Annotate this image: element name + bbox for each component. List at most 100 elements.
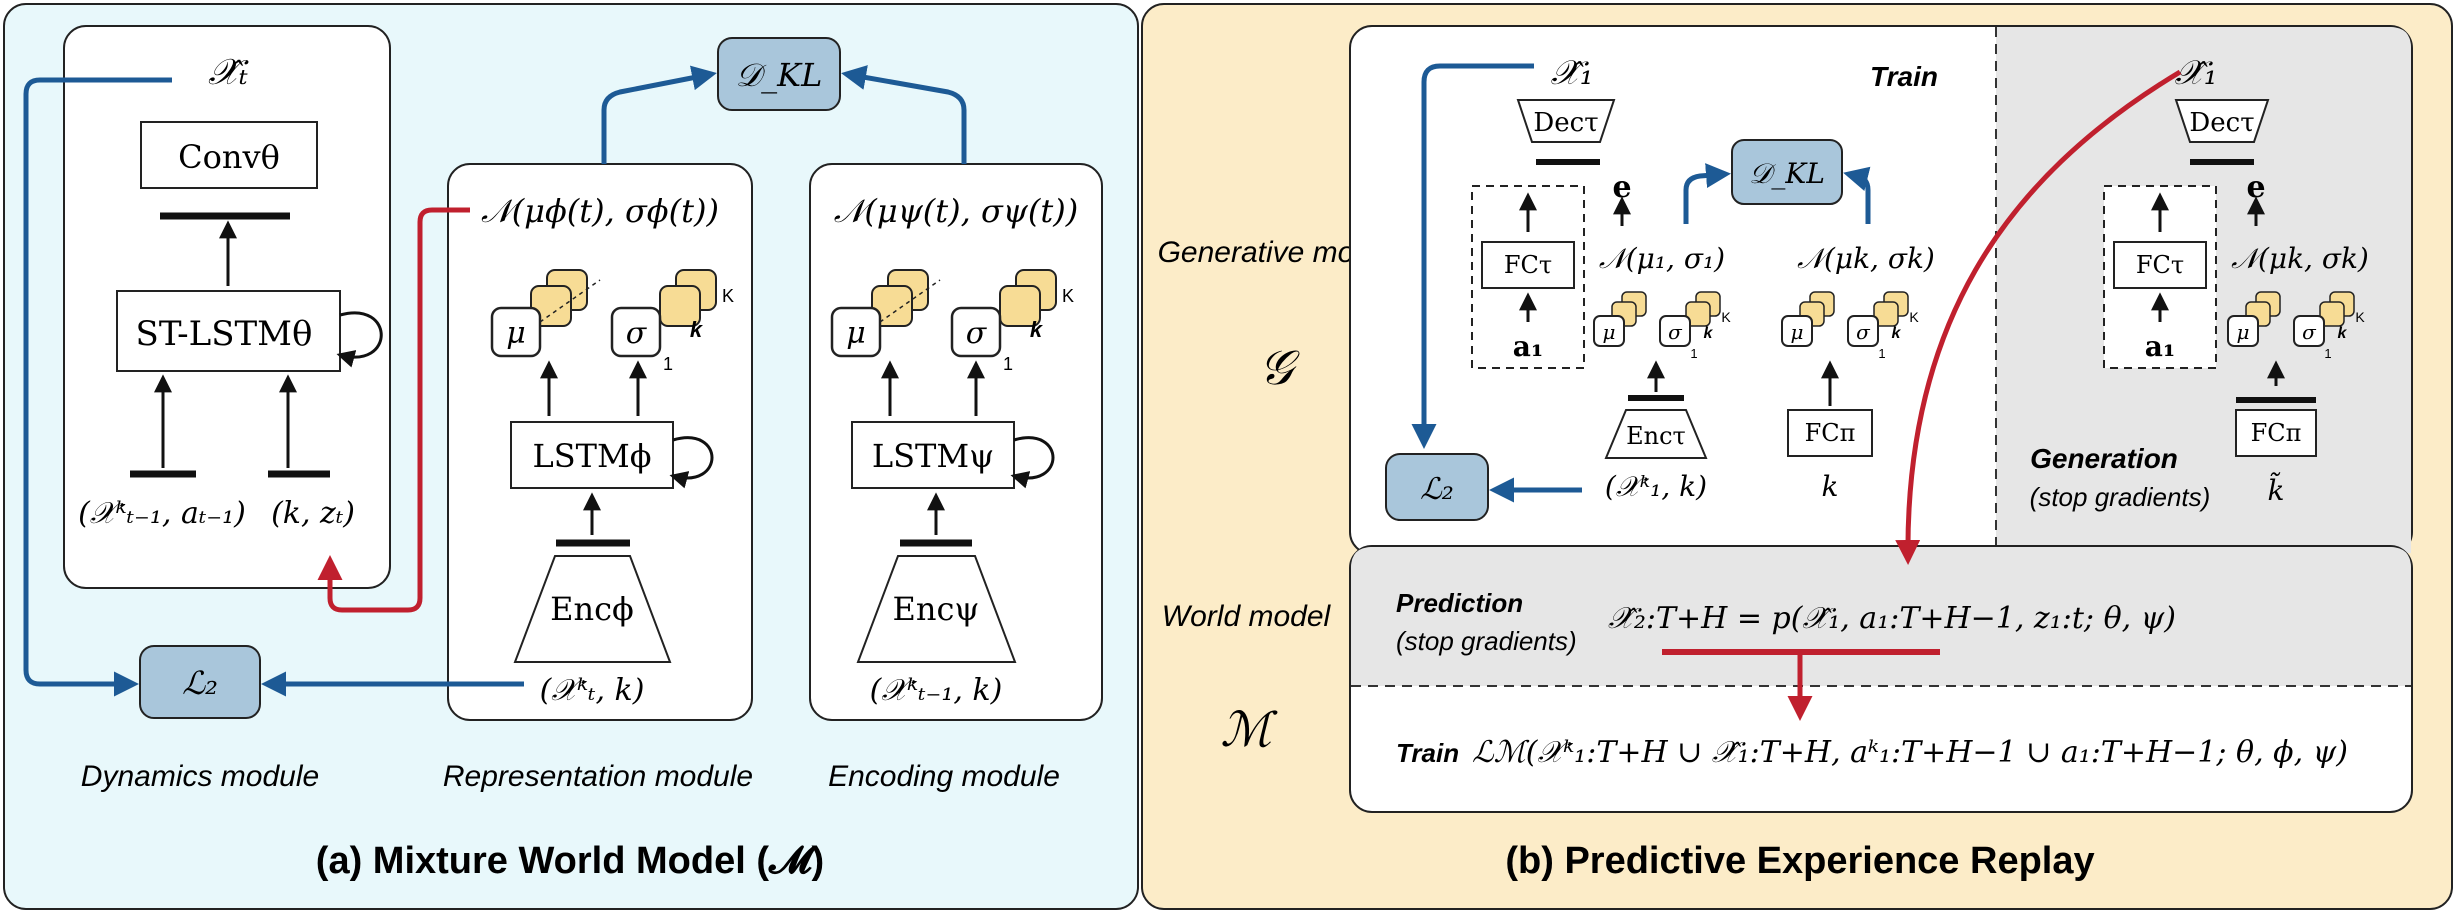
rep-mu: μ (506, 316, 526, 351)
fc-pi-label-gen: FCπ (2251, 419, 2302, 447)
fc-tau-box (1481, 241, 1575, 289)
rep-to-kl-arrow (601, 65, 717, 164)
enc-lstm-loop (1010, 436, 1055, 489)
enc-lstm-label: LSTMψ (872, 437, 994, 475)
enc-tau-label: Encτ (1626, 422, 1686, 450)
b-sigma-1: σ (1668, 320, 1683, 344)
b-one-gen: 1 (2324, 346, 2331, 361)
enc-enc-label: Encψ (893, 590, 980, 628)
encoding-module-label: Encoding module (828, 760, 1060, 793)
b-k-1: k (1704, 325, 1714, 342)
b-k-k: k (1892, 325, 1902, 342)
enc-lstm-box (851, 421, 1015, 489)
rep-lstm-label: LSTMϕ (532, 437, 651, 475)
prediction-region (1351, 547, 2411, 686)
prediction-label: Prediction (1396, 588, 1523, 618)
rep-lstm-box (510, 421, 674, 489)
rep-sigma-stack (610, 269, 717, 358)
generative-symbol: 𝒢 (1259, 340, 1300, 396)
b-one-k: 1 (1878, 346, 1885, 361)
enc-sigma-stack (950, 269, 1057, 358)
distk: 𝒩(μk, σk) (1797, 242, 1935, 275)
x1hat-to-l2-arrow (1411, 63, 1534, 449)
b-K-k: K (1909, 309, 1919, 325)
b-stack-1 (1593, 291, 1721, 347)
dist1-to-kl-arrow (1683, 163, 1731, 224)
dec-trapezoid-gen (2174, 99, 2270, 143)
distk-to-kl-arrow (1843, 166, 1871, 224)
rep-enc-trapezoid (513, 555, 672, 663)
fc-tau-label-gen: FCτ (2136, 251, 2184, 279)
train2-label: Train (1396, 738, 1459, 768)
b-K-1: K (1721, 309, 1731, 325)
fc-pi-box-gen (2235, 409, 2317, 457)
b-input-k: k (1822, 470, 1839, 503)
enc-sigma: σ (966, 316, 988, 351)
conv-box (140, 121, 318, 189)
enc-K: K (1062, 286, 1074, 306)
fc-pi-label-train: FCπ (1805, 419, 1856, 447)
representation-module-label: Representation module (443, 760, 753, 793)
enc-one: 1 (1003, 354, 1013, 374)
enc-enc-trapezoid (856, 555, 1017, 663)
rep-sigma: σ (626, 316, 648, 351)
st-lstm-loop (336, 311, 383, 368)
dec-label: Decτ (1533, 108, 1598, 138)
x1-hat-tilde: 𝒳̂₁ (2175, 53, 2218, 93)
a1-label: a₁ (1513, 330, 1543, 363)
b-input-ktilde: k̃ (2268, 472, 2285, 507)
b-mu-k: μ (1791, 320, 1804, 344)
world-symbol: ℳ (1220, 702, 1278, 758)
generation-label: Generation (2030, 443, 2178, 474)
kl-node-b (1731, 139, 1843, 205)
rep-input: (𝒳ᵏₜ, k) (540, 673, 645, 708)
e-label-gen: e (2246, 170, 2265, 205)
fc-tau-label: FCτ (1504, 251, 1552, 279)
train-equation: ℒℳ(𝒳ᵏ₁:T+H ∪ 𝒳̂₁:T+H, aᵏ₁:T+H−1 ∪ a₁:T+H… (1472, 735, 2348, 770)
dynamics-input-left: (𝒳ᵏₜ₋₁, aₜ₋₁) (78, 496, 246, 531)
rep-K: K (722, 286, 734, 306)
world-label: World model (1162, 600, 1332, 633)
dist1: 𝒩(μ₁, σ₁) (1599, 242, 1725, 275)
l2-label-b: ℒ₂ (1420, 472, 1454, 507)
st-lstm-label: ST-LSTMθ (136, 314, 313, 354)
kl-label-a: 𝒟_KL (736, 56, 823, 94)
a1-label-gen: a₁ (2145, 330, 2175, 363)
generation-note: (stop gradients) (2030, 482, 2211, 512)
b-mu-1: μ (1603, 320, 1616, 344)
enc-input: (𝒳ᵏₜ₋₁, k) (870, 673, 1003, 708)
output-to-l2-arrow (23, 77, 172, 697)
rep-enc-label: Encϕ (550, 590, 634, 628)
rep-mu-stack (490, 269, 588, 358)
x1-hat: 𝒳̂₁ (1551, 53, 1594, 93)
st-lstm-box (116, 290, 341, 372)
rep-one: 1 (663, 354, 673, 374)
l2-label-a: ℒ₂ (182, 664, 218, 702)
b-mu-gen: μ (2237, 320, 2250, 344)
dynamics-input-right: (k, zₜ) (271, 496, 355, 531)
b-input1: (𝒳ᵏ₁, k) (1605, 470, 1707, 503)
b-sigma-gen: σ (2302, 320, 2317, 344)
kl-node-a (717, 37, 841, 111)
rep-k: k (690, 317, 704, 342)
dynamics-output: 𝒳̂ₜ (208, 52, 249, 93)
enc-to-kl-arrow (841, 65, 967, 164)
b-stack-k (1781, 291, 1909, 347)
x1tilde-to-prediction-arrow (1895, 69, 2182, 565)
panel-b-caption: (b) Predictive Experience Replay (1505, 840, 2094, 882)
prediction-note: (stop gradients) (1396, 626, 1577, 656)
prediction-equation: 𝒳̂₂:T+H = p(𝒳̂₁, a₁:T+H−1, z₁:t; θ, ψ) (1608, 601, 2176, 636)
distk-gen: 𝒩(μk, σk) (2231, 242, 2369, 275)
b-k-gen: k (2338, 325, 2348, 342)
dec-label-gen: Decτ (2189, 108, 2254, 138)
kl-label-b: 𝒟_KL (1749, 157, 1825, 190)
rep-to-zt-arrow (317, 207, 470, 613)
b-one-1: 1 (1690, 346, 1697, 361)
b-stack-gen (2227, 291, 2355, 347)
enc-tau-trapezoid (1604, 409, 1708, 459)
conv-label: Convθ (178, 138, 280, 176)
fc-tau-box-gen (2113, 241, 2207, 289)
b-K-gen: K (2355, 309, 2365, 325)
b-sigma-k: σ (1856, 320, 1871, 344)
panel-a-caption: (a) Mixture World Model (𝓜) (316, 840, 824, 882)
